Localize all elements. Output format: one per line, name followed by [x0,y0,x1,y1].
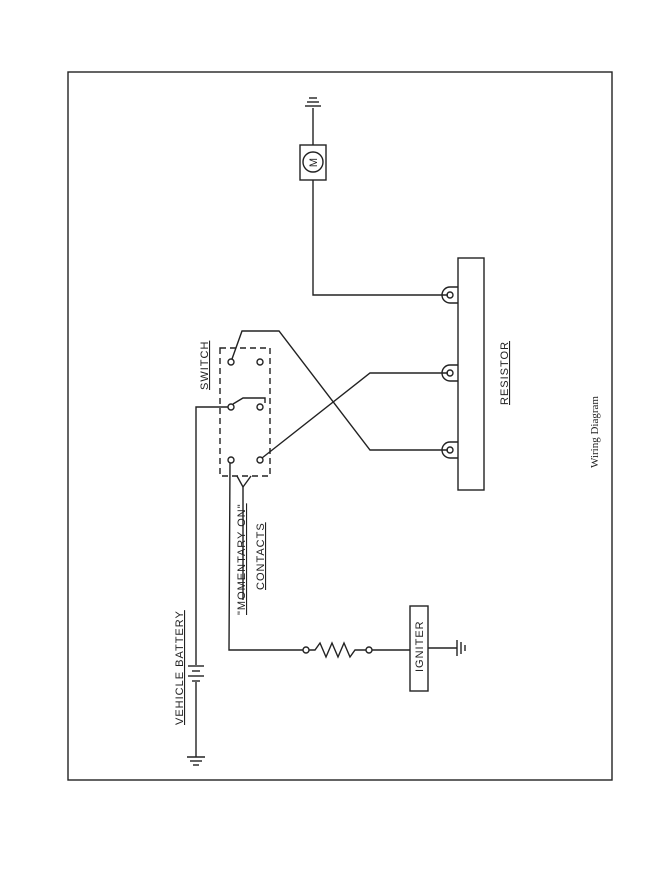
motor-ground-icon [305,97,321,145]
igniter-label: IGNITER [414,620,426,672]
contacts-label: CONTACTS [255,522,267,590]
igniter-wire [228,462,303,651]
resistor-bar [441,257,485,491]
figure-caption: Wiring Diagram [589,396,601,468]
switch-box [219,347,271,477]
motor-wire [312,180,448,296]
switch-label: SWITCH [199,341,211,390]
momentary-pointer [236,475,252,600]
motor-icon: M [299,144,327,181]
battery-ground-icon [187,756,205,766]
switch-wire-a [231,330,448,451]
switch-wire-b [261,372,448,459]
battery-wire [195,406,228,665]
motor-label: M [308,157,320,167]
resistor-label: RESISTOR [499,341,511,405]
page-border [67,71,613,781]
switch-contacts [227,358,266,464]
battery-label: VEHICLE BATTERY [174,610,186,725]
momentary-label: "MOMENTARY ON" [236,503,248,615]
igniter-ground-icon [428,640,466,656]
battery-icon [188,665,204,757]
ballast-resistor-icon [302,641,373,659]
